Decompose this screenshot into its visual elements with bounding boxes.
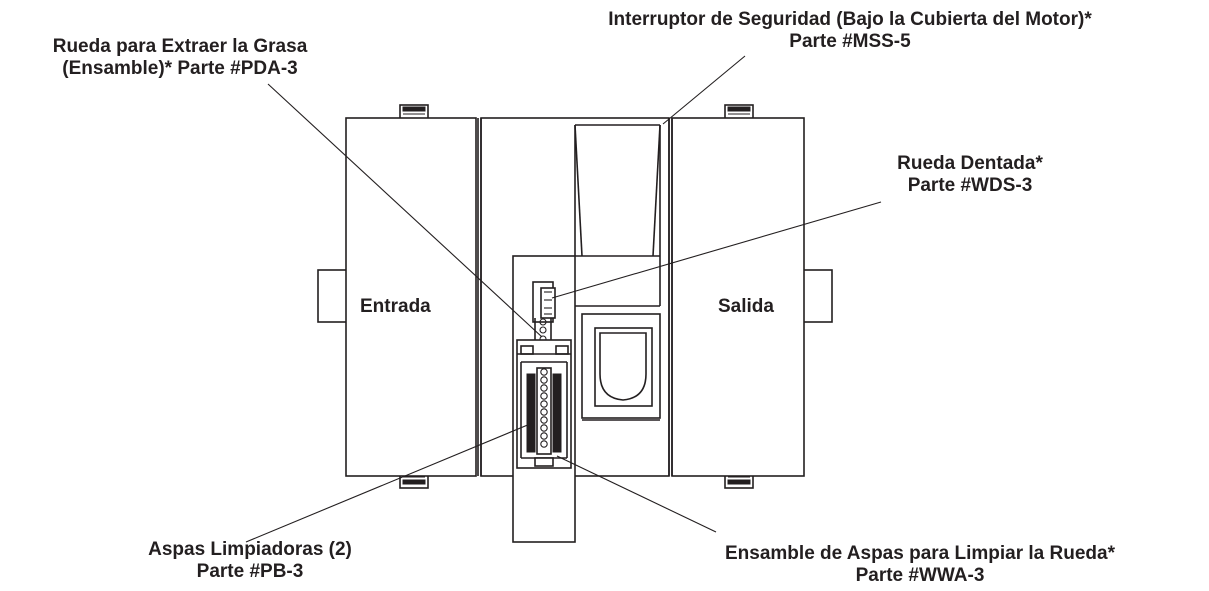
label-safety-switch: Interruptor de Seguridad (Bajo la Cubier… [505,9,1195,53]
leader-line-toothed-wheel [551,201,882,299]
leader-line-blade-assembly [556,455,717,533]
label-cleaning-blades-line2: Parte #PB-3 [196,561,304,582]
cleaning-blade-right [552,373,562,453]
blade-assembly-housing [516,339,572,469]
cleaning-blade-left [526,373,536,453]
top-left-clip [399,104,429,120]
motor-cover [574,124,661,307]
label-blade-assembly-line1: Ensamble de Aspas para Limpiar la Rueda* [725,543,1115,564]
right-side-tab [801,269,833,323]
leader-line-safety-switch [662,55,746,125]
label-safety-switch-line2: Parte #MSS-5 [789,31,911,52]
toothed-wheel-mount [532,281,556,323]
label-cleaning-blades-line1: Aspas Limpiadoras (2) [148,539,352,560]
motor-base-block [581,313,661,421]
bottom-left-clip [399,473,429,489]
label-toothed-wheel-line1: Rueda Dentada* [897,153,1043,174]
label-grease-wheel-line1: Rueda para Extraer la Grasa [52,36,308,57]
label-safety-switch-line1: Interruptor de Seguridad (Bajo la Cubier… [608,9,1092,30]
label-blade-assembly: Ensamble de Aspas para Limpiar la Rueda*… [640,543,1200,587]
top-right-clip [724,104,754,120]
label-toothed-wheel: Rueda Dentada* Parte #WDS-3 [850,153,1090,197]
label-toothed-wheel-line2: Parte #WDS-3 [907,175,1033,196]
entrance-panel [345,117,477,477]
bottom-right-clip [724,473,754,489]
label-blade-assembly-line2: Parte #WWA-3 [855,565,985,586]
label-entrance: Entrada [360,296,431,317]
wiper-wheel [536,367,552,455]
label-grease-wheel-line2: (Ensamble)* Parte #PDA-3 [62,58,298,79]
label-cleaning-blades: Aspas Limpiadoras (2) Parte #PB-3 [70,539,430,583]
leader-line-grease-wheel [267,83,543,338]
label-exit: Salida [718,296,774,317]
leader-line-cleaning-blades [245,423,531,543]
left-side-tab [317,269,349,323]
exit-panel [671,117,805,477]
label-grease-wheel: Rueda para Extraer la Grasa (Ensamble)* … [10,36,350,80]
